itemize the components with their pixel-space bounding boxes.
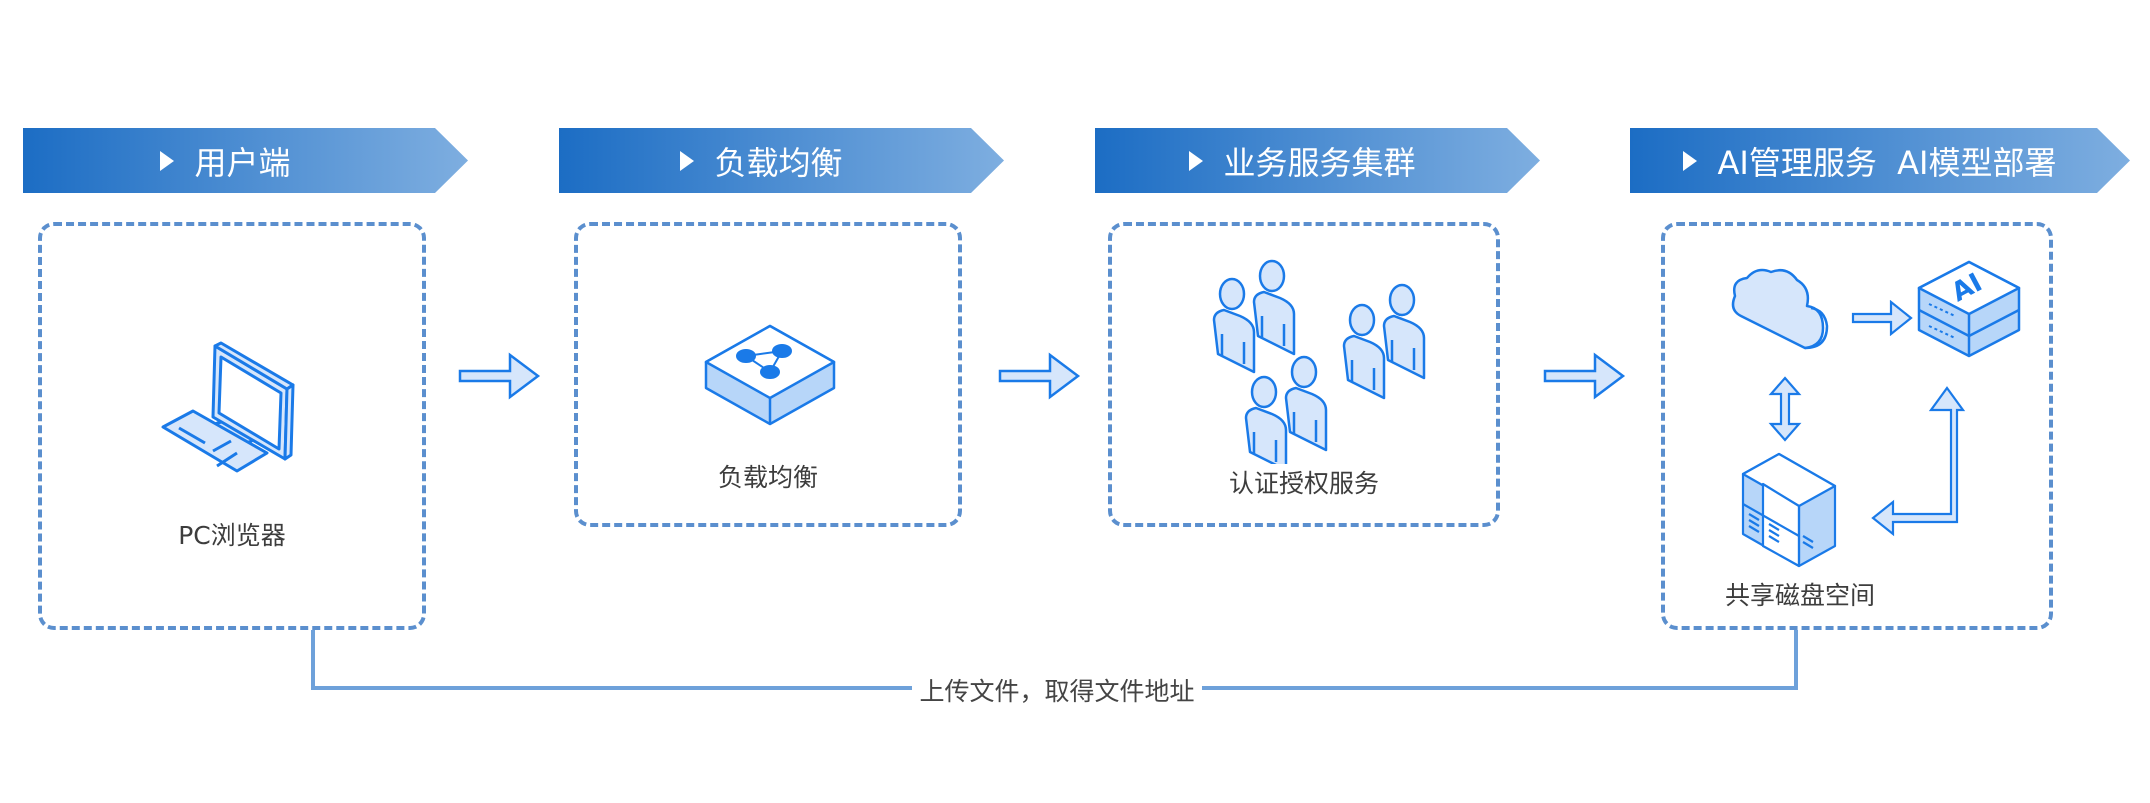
stage-title: 用户端: [194, 143, 291, 182]
node-label: 负载均衡: [717, 463, 818, 492]
node-card-client: PC浏览器: [38, 222, 426, 630]
stage-header-ai-service: AI管理服务 AI模型部署: [1630, 128, 2130, 193]
stage-title: 业务服务集群: [1223, 143, 1416, 182]
node-label: 共享磁盘空间: [1724, 581, 1875, 610]
header-banner-shape: [559, 128, 1004, 193]
play-triangle-icon: [1683, 150, 1698, 171]
stage-header-client: 用户端: [23, 128, 468, 193]
flow-arrow-right-icon: [1851, 300, 1913, 336]
user-figure: [1252, 259, 1296, 356]
stage-title: 负载均衡: [714, 143, 843, 182]
play-triangle-icon: [1189, 150, 1204, 171]
node-card-business-cluster: 认证授权服务: [1108, 222, 1500, 527]
flow-arrow-right-icon: [1543, 352, 1626, 400]
node-card-ai-service: AI 共享磁盘空间: [1661, 222, 2053, 630]
header-banner-shape: [23, 128, 468, 193]
play-triangle-icon: [160, 150, 175, 171]
ai-server-icon: AI: [1917, 260, 2021, 358]
node-label: 认证授权服务: [1228, 469, 1379, 498]
stage-header-business-cluster: 业务服务集群: [1095, 128, 1540, 193]
user-figure: [1244, 375, 1288, 464]
users-group-icon: [1212, 259, 1426, 464]
connector-line-right-vertical: [1794, 630, 1798, 690]
storage-rack-icon: [1741, 452, 1837, 568]
user-figure: [1342, 303, 1386, 400]
play-triangle-icon: [680, 150, 695, 171]
bidirectional-arrow-icon: [1768, 376, 1802, 442]
user-figure: [1212, 277, 1256, 374]
node-label: PC浏览器: [178, 521, 286, 550]
load-balancer-icon: [704, 324, 836, 426]
desktop-computer-icon: [161, 341, 295, 473]
elbow-arrow-icon: [1871, 386, 1966, 537]
node-card-load-balance: 负载均衡: [574, 222, 962, 527]
connector-line-left-vertical: [311, 630, 315, 690]
flow-arrow-right-icon: [458, 352, 541, 400]
header-banner-shape: [1095, 128, 1540, 193]
header-banner-shape: [1630, 128, 2130, 193]
cloud-icon: [1731, 268, 1829, 350]
stage-header-load-balance: 负载均衡: [559, 128, 1004, 193]
connector-label: 上传文件，取得文件地址: [912, 672, 1202, 708]
stage-title: AI管理服务 AI模型部署: [1717, 143, 2057, 182]
flow-arrow-right-icon: [998, 352, 1081, 400]
user-figure: [1382, 283, 1426, 380]
user-figure: [1284, 355, 1328, 452]
